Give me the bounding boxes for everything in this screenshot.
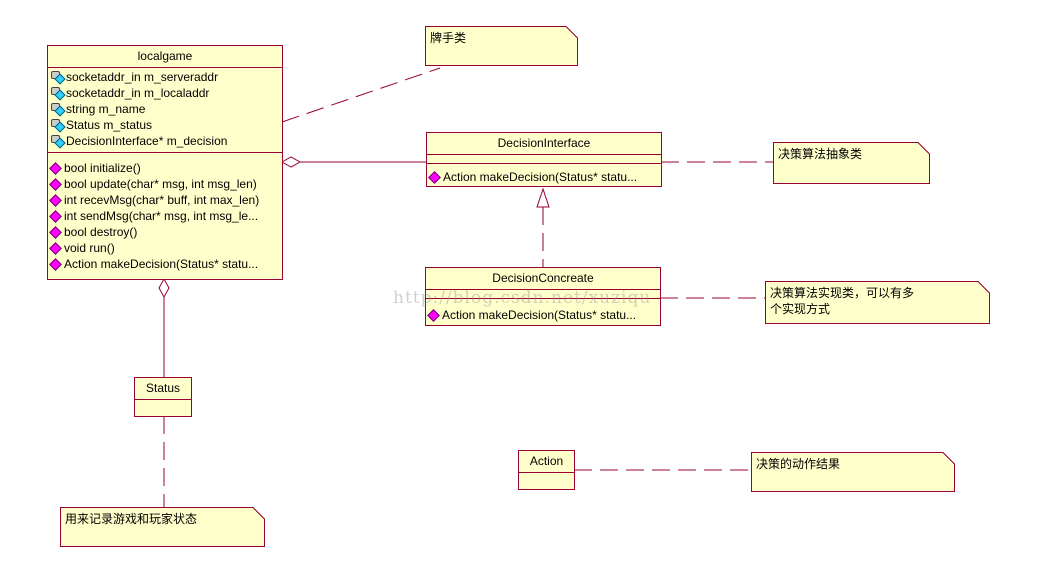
note-text: 个实现方式 xyxy=(770,302,831,316)
method-text: void run() xyxy=(64,241,115,255)
note-fold-edge xyxy=(918,142,930,154)
note-text: 决策的动作结果 xyxy=(756,457,841,471)
class-name: DecisionInterface xyxy=(427,133,661,155)
note-text: 牌手类 xyxy=(430,31,467,45)
method-text: int sendMsg(char* msg, int msg_le... xyxy=(64,209,259,223)
method-text: bool initialize() xyxy=(64,161,141,175)
note-text: 决策算法实现类，可以有多 xyxy=(770,286,915,300)
public-method-icon xyxy=(428,170,441,184)
aggregation-diamond-status xyxy=(158,277,170,299)
method-text: bool update(char* msg, int msg_len) xyxy=(64,177,257,191)
private-attribute-icon xyxy=(51,71,65,83)
note-fold-edge xyxy=(943,452,955,464)
method: Action makeDecision(Status* statu... xyxy=(427,169,658,185)
class-name: DecisionConcreate xyxy=(426,268,660,290)
attributes xyxy=(135,400,191,408)
note-interface[interactable]: 决策算法抽象类 xyxy=(773,142,930,184)
note-text: 用来记录游戏和玩家状态 xyxy=(65,512,198,526)
method: bool destroy() xyxy=(48,224,279,240)
note-text: 决策算法抽象类 xyxy=(778,147,863,161)
note-status[interactable]: 用来记录游戏和玩家状态 xyxy=(60,507,265,547)
note-concreate[interactable]: 决策算法实现类，可以有多个实现方式 xyxy=(765,281,990,324)
method: bool update(char* msg, int msg_len) xyxy=(48,176,279,192)
note-action[interactable]: 决策的动作结果 xyxy=(751,452,955,492)
method: int recevMsg(char* buff, int max_len) xyxy=(48,192,279,208)
attribute: socketaddr_in m_localaddr xyxy=(51,85,279,101)
methods: bool initialize() bool update(char* msg,… xyxy=(48,153,282,272)
class-decision-interface[interactable]: DecisionInterface Action makeDecision(St… xyxy=(426,132,662,187)
private-attribute-icon xyxy=(51,87,65,99)
note-fold-edge xyxy=(978,281,990,293)
method: Action makeDecision(Status* statu... xyxy=(48,256,279,272)
attribute: socketaddr_in m_serveraddr xyxy=(51,69,279,85)
attributes: socketaddr_in m_serveraddr socketaddr_in… xyxy=(48,68,282,153)
public-method-icon xyxy=(49,241,62,255)
realization-triangle xyxy=(536,187,550,208)
method: bool initialize() xyxy=(48,160,279,176)
attribute-text: string m_name xyxy=(66,102,146,116)
methods: Action makeDecision(Status* statu... xyxy=(427,164,661,185)
method-text: int recevMsg(char* buff, int max_len) xyxy=(64,193,260,207)
attribute-text: socketaddr_in m_localaddr xyxy=(66,86,210,100)
aggregation-diamond xyxy=(280,156,302,168)
method-text: Action makeDecision(Status* statu... xyxy=(64,257,259,271)
public-method-icon xyxy=(427,308,440,322)
methods: Action makeDecision(Status* statu... xyxy=(426,299,660,323)
note-fold-edge xyxy=(253,507,265,519)
watermark: http://blog.csdn.net/xuziqu xyxy=(393,288,652,308)
method: void run() xyxy=(48,240,279,256)
method: int sendMsg(char* msg, int msg_le... xyxy=(48,208,279,224)
private-attribute-icon xyxy=(51,135,65,147)
private-attribute-icon xyxy=(51,119,65,131)
method-text: Action makeDecision(Status* statu... xyxy=(442,308,637,322)
private-attribute-icon xyxy=(51,103,65,115)
attribute-text: Status m_status xyxy=(66,118,153,132)
public-method-icon xyxy=(49,257,62,271)
attributes xyxy=(426,290,660,299)
method-text: bool destroy() xyxy=(64,225,138,239)
class-name: Action xyxy=(519,451,574,473)
class-action[interactable]: Action xyxy=(518,450,575,490)
attribute-text: socketaddr_in m_serveraddr xyxy=(66,70,219,84)
attributes xyxy=(519,473,574,481)
public-method-icon xyxy=(49,209,62,223)
class-name: Status xyxy=(135,378,191,400)
attribute: DecisionInterface* m_decision xyxy=(51,133,279,149)
class-status[interactable]: Status xyxy=(134,377,192,417)
class-name: localgame xyxy=(48,46,282,68)
attribute: Status m_status xyxy=(51,117,279,133)
method-text: Action makeDecision(Status* statu... xyxy=(443,170,638,184)
attribute: string m_name xyxy=(51,101,279,117)
public-method-icon xyxy=(49,161,62,175)
class-decision-concreate[interactable]: DecisionConcreate Action makeDecision(St… xyxy=(425,267,661,326)
attribute-text: DecisionInterface* m_decision xyxy=(66,134,228,148)
note-fold-edge xyxy=(566,26,578,38)
method: Action makeDecision(Status* statu... xyxy=(426,307,657,323)
attributes xyxy=(427,155,661,164)
note-link-localgame xyxy=(281,67,441,123)
note-player[interactable]: 牌手类 xyxy=(425,26,578,66)
class-localgame[interactable]: localgame socketaddr_in m_serveraddr soc… xyxy=(47,45,283,280)
public-method-icon xyxy=(49,193,62,207)
public-method-icon xyxy=(49,225,62,239)
public-method-icon xyxy=(49,177,62,191)
